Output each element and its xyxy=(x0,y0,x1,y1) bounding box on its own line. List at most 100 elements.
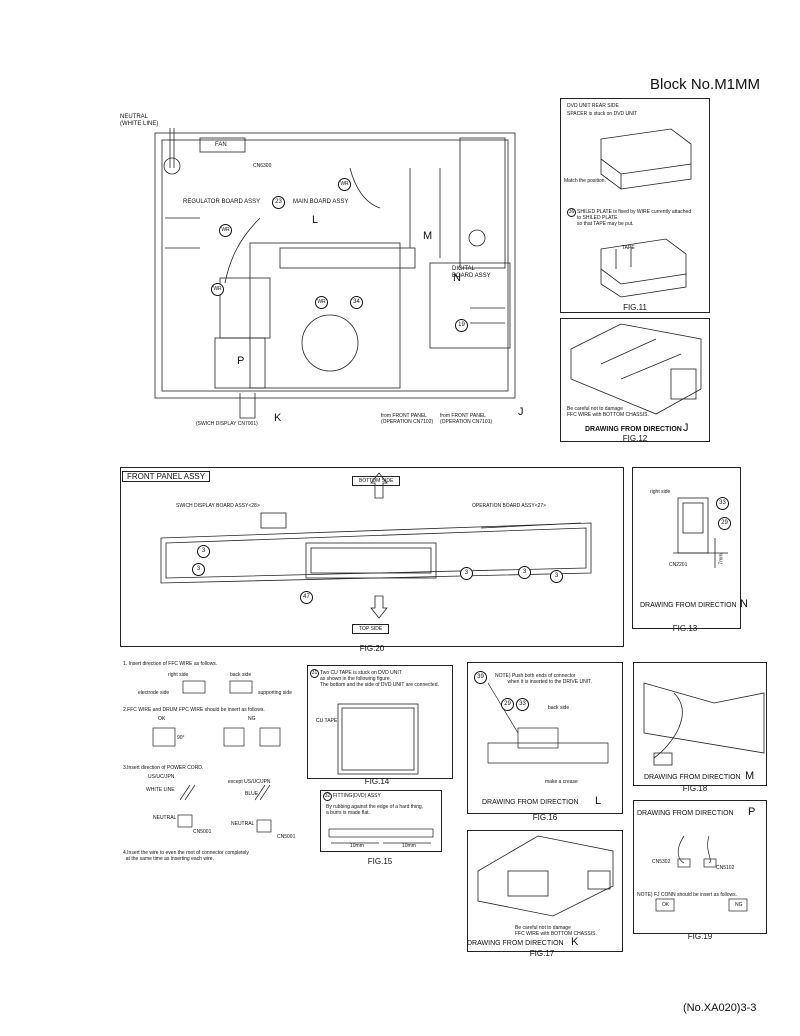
note-ok: OK xyxy=(158,716,166,722)
fig13-cn-label: CN2201 xyxy=(669,562,688,568)
note-ng: NG xyxy=(248,716,256,722)
fig11-tape-label: TAPE xyxy=(622,245,635,251)
fig15-frame xyxy=(320,790,442,852)
note-cn5001-2: CN5001 xyxy=(277,834,296,840)
note-back-side: back side xyxy=(230,672,252,678)
switch-display-label: (SWICH DISPLAY CN7001) xyxy=(196,421,258,427)
part-bubble-19: 19 xyxy=(455,319,468,332)
direction-j-label: J xyxy=(518,406,524,418)
wire-bubble-3: WR xyxy=(211,283,224,296)
fig16-sketch xyxy=(487,682,609,764)
fig14-frame xyxy=(307,665,453,779)
fig16-title: DRAWING FROM DIRECTION xyxy=(482,799,579,806)
fig19-cn5302: CN5302 xyxy=(652,859,671,865)
note-blue: BLUE xyxy=(245,791,259,797)
fig15-sketch xyxy=(328,828,434,844)
fan-label: FAN xyxy=(215,142,227,148)
fig17-frame xyxy=(467,830,623,952)
main-assembly-lines xyxy=(154,128,516,419)
fig20-top-side: TOP SIDE xyxy=(352,624,390,634)
fig19-ng: NG xyxy=(735,902,743,908)
fig14-bubble-31: 31 xyxy=(310,669,319,678)
fig16-frame xyxy=(467,662,623,814)
fig13-frame xyxy=(632,467,741,629)
note-4: 4.Insert the wire to even the root of co… xyxy=(123,850,249,862)
fig13-direction: N xyxy=(740,598,748,610)
note-white-line: WHITE LINE xyxy=(146,787,175,793)
fig15-caption: FIG.15 xyxy=(367,857,393,866)
fig14-caption: FIG.14 xyxy=(364,777,390,786)
fig20-bubble-3c: 3 xyxy=(460,567,473,580)
note-degree: 90° xyxy=(177,735,185,741)
wire-bubble-4: WR xyxy=(315,296,328,309)
fig12-frame xyxy=(560,318,710,442)
fig18-caption: FIG.18 xyxy=(682,784,708,793)
fig15-mm-2: 10mm xyxy=(402,843,416,849)
fig17-note: Be careful not to damage FFC WIRE with B… xyxy=(515,925,597,937)
fig14-note: Two CU TAPE is stuck on DVD UNIT as show… xyxy=(320,670,439,688)
wire-bubble-1: WR xyxy=(338,178,351,191)
fig20-bubble-3d: 3 xyxy=(518,566,531,579)
fig15-note: By rubbing against the edge of a hard th… xyxy=(326,804,424,816)
fig14-cu-tape: CU TAPE xyxy=(316,718,338,724)
note-except: except US/UC/JPN xyxy=(228,779,271,785)
fig20-switch-label: SWICH DISPLAY BOARD ASSY<28> xyxy=(176,503,260,509)
fig13-right-side: right side xyxy=(650,489,671,495)
fig12-note: Be careful not to damage FFC WIRE with B… xyxy=(567,406,649,418)
fig12-direction: J xyxy=(683,422,689,434)
fig11-spacer-note: SPACER is stuck on DVD UNIT xyxy=(567,111,638,117)
fig18-frame xyxy=(633,662,767,786)
part-bubble-34: 34 xyxy=(350,296,363,309)
fig13-caption: FIG.13 xyxy=(672,624,698,633)
note-neutral-1: NEUTRAL xyxy=(153,815,177,821)
fig11-match-note: Match the position. xyxy=(564,178,606,184)
fig14-sketch xyxy=(337,703,419,775)
fig16-bubble-33: 33 xyxy=(516,698,529,711)
fig12-sketch xyxy=(570,323,702,415)
note-electrode: electrode side xyxy=(138,690,170,696)
fig17-caption: FIG.17 xyxy=(529,949,555,958)
note-2: 2.FFC WIRE and DRUM FPC WIRE should be i… xyxy=(123,707,265,713)
front-panel-label-2: from FRONT PANEL (OPERATION CN7101) xyxy=(440,413,493,425)
note-3: 3.Insert direction of POWER CORD. xyxy=(123,765,204,771)
fig17-sketch xyxy=(477,835,614,917)
fig19-note: NOTE) FJ CONN should be insert as follow… xyxy=(637,892,738,898)
main-assembly-drawing xyxy=(110,108,530,433)
fig13-bubble-33: 33 xyxy=(716,497,729,510)
fig19-sketch xyxy=(655,835,748,912)
part-bubble-23: 23 xyxy=(272,196,285,209)
fig15-title: FITTING(DVD) ASSY xyxy=(333,793,381,799)
fig19-direction: P xyxy=(748,806,756,818)
fig11-sketch xyxy=(600,128,692,298)
fig13-bubble-29: 29 xyxy=(718,517,731,530)
fig18-direction: M xyxy=(745,770,755,782)
fig13-mm-label: 7mm xyxy=(718,553,725,565)
fig15-bubble-32: 32 xyxy=(323,792,332,801)
fig17-direction: K xyxy=(571,936,579,948)
fig20-bubble-3a: 3 xyxy=(197,545,210,558)
direction-m-label: M xyxy=(423,230,433,242)
fig12-caption: FIG.12 xyxy=(622,434,648,443)
wire-bubble-2: WR xyxy=(219,224,232,237)
fig16-note: NOTE) Push both ends of connector when i… xyxy=(495,673,592,685)
fig19-frame xyxy=(633,800,767,934)
fig20-sketch xyxy=(160,472,592,619)
note-neutral-2: NEUTRAL xyxy=(231,821,255,827)
page-code: (No.XA020)3-3 xyxy=(683,1002,757,1014)
note-us: US/UC/JPN xyxy=(148,774,175,780)
note-right-side: right side xyxy=(168,672,189,678)
fig19-ok: OK xyxy=(662,902,670,908)
fig16-back-side: back side xyxy=(548,705,570,711)
fig11-bubble-36: 36 xyxy=(567,208,576,217)
fig13-sketch xyxy=(673,497,728,568)
fig16-caption: FIG.16 xyxy=(532,813,558,822)
fig11-frame xyxy=(560,98,710,313)
fig16-bubble-39: 39 xyxy=(474,671,487,684)
fig16-bubble-29: 29 xyxy=(501,698,514,711)
main-board-label: MAIN BOARD ASSY xyxy=(293,199,349,205)
fig18-sketch xyxy=(643,682,765,766)
direction-k-label: K xyxy=(274,412,282,424)
fig20-bottom-side: BOTTOM SIDE xyxy=(352,476,401,486)
fig17-title: DRAWING FROM DIRECTION xyxy=(467,940,564,947)
digital-board-label: DIGITAL BOARD ASSY xyxy=(452,266,491,279)
